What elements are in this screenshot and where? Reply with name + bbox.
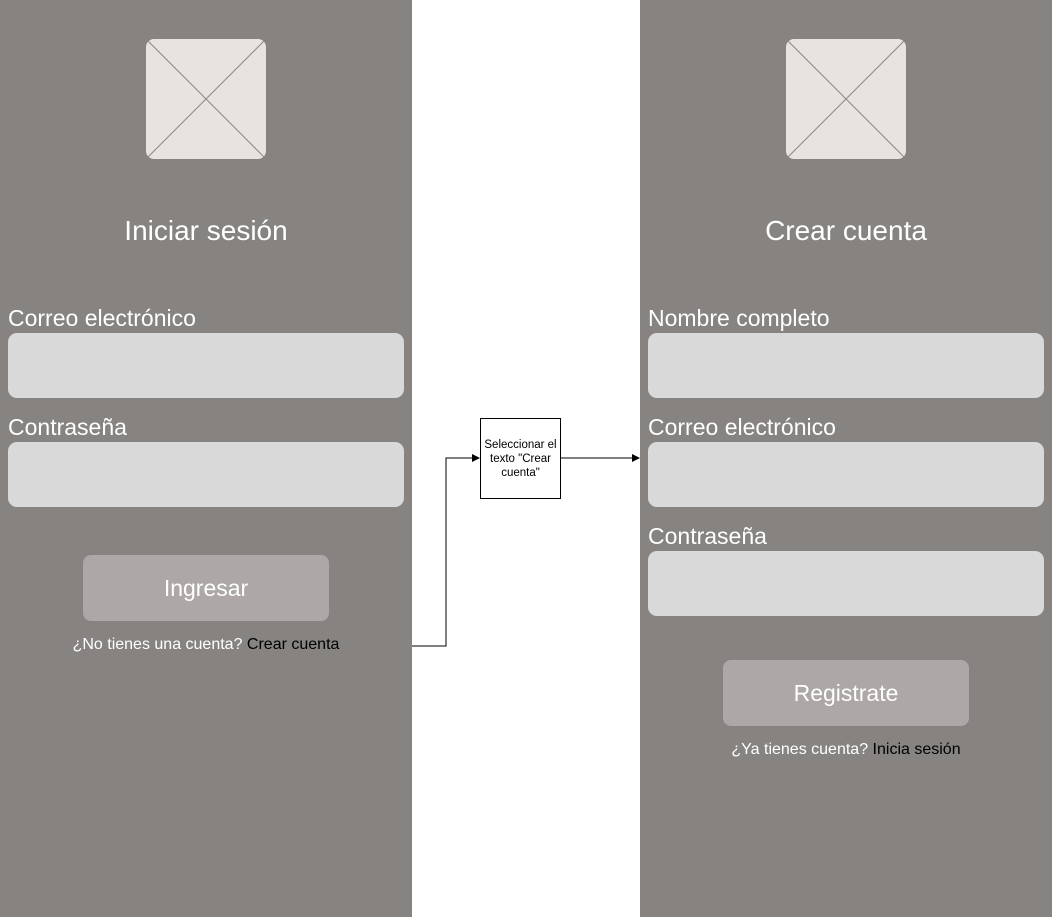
signup-password-field[interactable] <box>648 551 1044 616</box>
login-link[interactable]: Inicia sesión <box>872 741 961 758</box>
create-account-link[interactable]: Crear cuenta <box>246 636 340 653</box>
image-placeholder-icon <box>786 39 906 159</box>
login-footer-prompt: ¿No tienes una cuenta? <box>72 636 243 653</box>
signup-footer: ¿Ya tienes cuenta? Inicia sesión <box>640 739 1052 761</box>
signup-footer-prompt: ¿Ya tienes cuenta? <box>731 741 869 758</box>
login-password-field[interactable] <box>8 442 404 507</box>
signup-password-label: Contraseña <box>648 523 767 549</box>
signup-submit-button[interactable]: Registrate <box>723 660 969 726</box>
signup-title: Crear cuenta <box>765 215 927 246</box>
signup-name-field[interactable] <box>648 333 1044 398</box>
login-email-label: Correo electrónico <box>8 305 196 331</box>
flow-note-text: Seleccionar el texto "Crear cuenta" <box>484 438 557 479</box>
flow-note: Seleccionar el texto "Crear cuenta" <box>480 418 561 499</box>
login-footer: ¿No tienes una cuenta? Crear cuenta <box>0 634 412 656</box>
login-screen: Iniciar sesión Correo electrónico Contra… <box>0 0 412 917</box>
arrow-right-icon <box>632 454 640 462</box>
signup-email-field[interactable] <box>648 442 1044 507</box>
image-placeholder-icon <box>146 39 266 159</box>
login-title: Iniciar sesión <box>124 215 288 246</box>
arrow-right-icon <box>472 454 480 462</box>
login-email-field[interactable] <box>8 333 404 398</box>
login-submit-button[interactable]: Ingresar <box>83 555 329 621</box>
signup-email-label: Correo electrónico <box>648 414 836 440</box>
signup-screen: Crear cuenta Nombre completo Correo elec… <box>640 0 1052 917</box>
flow-connector-line-1 <box>412 457 474 647</box>
login-password-label: Contraseña <box>8 414 127 440</box>
signup-name-label: Nombre completo <box>648 305 830 331</box>
